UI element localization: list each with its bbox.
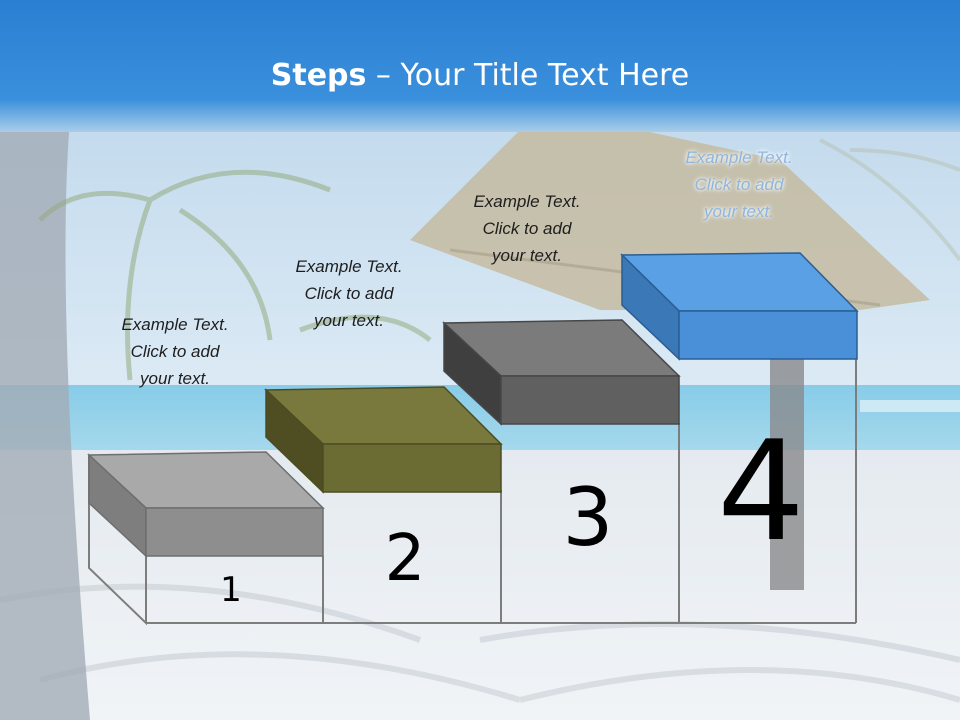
step-3-caption[interactable]: Example Text. Click to add your text.: [437, 188, 617, 269]
step-2-number: 2: [384, 522, 426, 596]
caption-line: Example Text.: [121, 315, 229, 334]
title-rest: – Your Title Text Here: [366, 58, 690, 93]
caption-line: Click to add: [130, 342, 220, 361]
caption-line: Example Text.: [473, 192, 581, 211]
step-1-caption[interactable]: Example Text. Click to add your text.: [85, 311, 265, 392]
caption-line: Example Text.: [295, 257, 403, 276]
caption-line: your text.: [140, 369, 210, 388]
step-2-caption[interactable]: Example Text. Click to add your text.: [259, 253, 439, 334]
step-1-number: 1: [220, 570, 242, 610]
caption-line: Click to add: [304, 284, 394, 303]
step-3-number: 3: [562, 471, 614, 564]
step-4-block[interactable]: [620, 252, 859, 361]
slide-title[interactable]: Steps – Your Title Text Here: [0, 50, 960, 102]
step-1-block[interactable]: [87, 451, 325, 558]
caption-line: Click to add: [482, 219, 572, 238]
caption-line: your text.: [704, 202, 774, 221]
title-bold: Steps: [270, 58, 367, 93]
caption-line: Click to add: [694, 175, 784, 194]
caption-line: your text.: [314, 311, 384, 330]
step-4-number: 4: [717, 411, 805, 572]
step-2-block[interactable]: [264, 386, 503, 494]
step-3-block[interactable]: [442, 319, 681, 426]
caption-line: your text.: [492, 246, 562, 265]
caption-line: Example Text.: [685, 148, 793, 167]
step-4-caption[interactable]: Example Text. Click to add your text.: [649, 144, 829, 225]
